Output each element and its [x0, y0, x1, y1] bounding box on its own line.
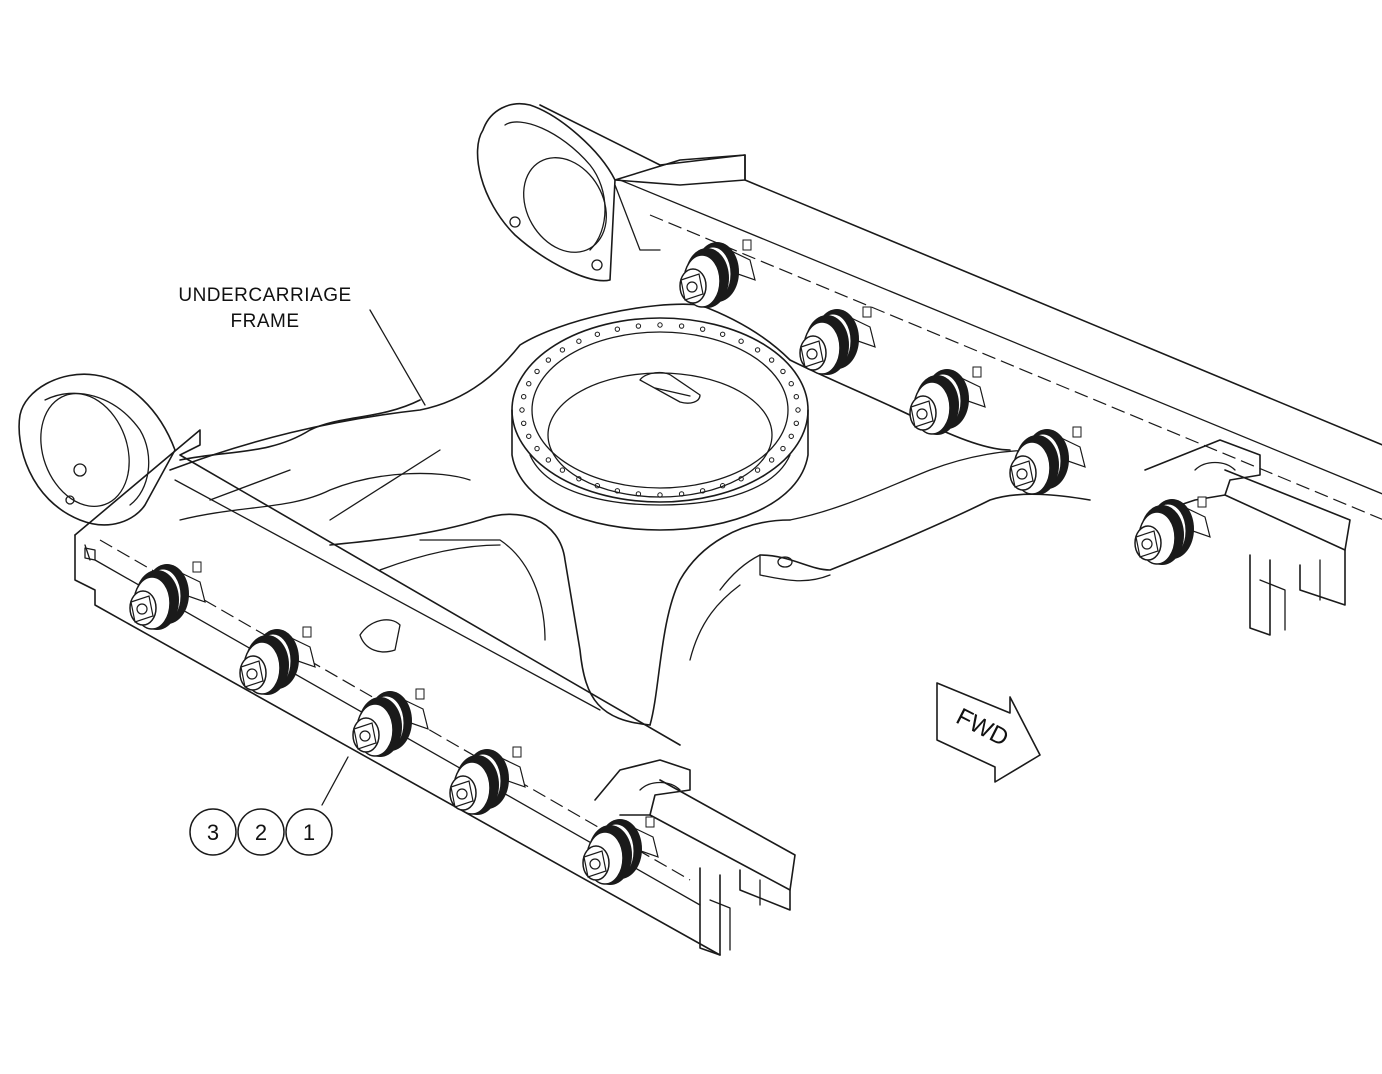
bolt-hole: [594, 483, 601, 489]
bolt-hole: [699, 488, 706, 494]
track-roller: [1134, 496, 1211, 565]
callout-balloon-1: 1: [285, 808, 333, 856]
swing-bearing-ring: [511, 317, 809, 531]
bolt-hole: [780, 368, 786, 375]
bolt-hole: [576, 338, 582, 344]
bolt-hole: [793, 394, 800, 400]
bolt-hole: [780, 445, 786, 452]
bolt-hole: [635, 323, 642, 329]
track-roller: [129, 561, 206, 630]
callout-balloons: 3 2 1: [189, 808, 333, 856]
bolt-hole: [526, 381, 532, 387]
track-roller: [909, 366, 986, 435]
callout-balloon-2: 2: [237, 808, 285, 856]
bolt-hole: [793, 420, 800, 426]
bolt-hole: [594, 331, 601, 337]
bolt-hole: [519, 407, 525, 413]
track-roller: [449, 746, 526, 815]
track-roller: [239, 626, 316, 695]
track-roller: [799, 306, 876, 375]
bolt-hole: [559, 467, 566, 473]
bolt-hole: [738, 476, 744, 482]
bolt-hole: [657, 492, 663, 498]
bolt-hole: [795, 407, 801, 413]
frame-label-line1: UNDERCARRIAGE: [178, 285, 351, 306]
ring-bolt-holes: [519, 322, 801, 498]
frame-leader-line: [369, 309, 426, 406]
callout-balloon-3: 3: [189, 808, 237, 856]
bolt-hole: [545, 357, 552, 363]
track-roller: [679, 239, 756, 308]
bolt-hole: [534, 445, 540, 452]
bolt-hole: [768, 457, 775, 463]
bolt-hole: [754, 467, 761, 473]
bolt-hole: [545, 457, 552, 463]
bolt-hole: [678, 491, 685, 497]
bolt-hole: [635, 491, 642, 497]
bolt-hole: [788, 381, 794, 387]
forward-direction-arrow: FWD: [936, 682, 1041, 783]
callout-leader-line: [321, 756, 349, 806]
bolt-hole: [754, 347, 761, 353]
right-track-frame: [476, 103, 1382, 636]
bolt-hole: [559, 347, 566, 353]
frame-label-line2: FRAME: [231, 311, 300, 332]
bolt-hole: [526, 433, 532, 439]
center-cross-frame: [169, 303, 1091, 726]
bolt-hole: [520, 394, 527, 400]
bolt-hole: [719, 331, 726, 337]
svg-text:2: 2: [255, 820, 267, 845]
bolt-hole: [719, 483, 726, 489]
bolt-hole: [657, 322, 663, 328]
bolt-hole: [768, 357, 775, 363]
track-roller: [582, 816, 659, 885]
bolt-hole: [699, 326, 706, 332]
bolt-hole: [678, 323, 685, 329]
bolt-hole: [614, 326, 621, 332]
svg-text:1: 1: [303, 820, 315, 845]
track-roller: [352, 688, 429, 757]
track-rollers: [129, 239, 1211, 885]
bolt-hole: [534, 368, 540, 375]
left-track-frame: [18, 373, 796, 956]
bolt-hole: [738, 338, 744, 344]
bolt-hole: [520, 420, 527, 426]
bolt-hole: [576, 476, 582, 482]
track-roller: [1009, 426, 1086, 495]
svg-text:3: 3: [207, 820, 219, 845]
bolt-hole: [614, 488, 621, 494]
bolt-hole: [788, 433, 794, 439]
